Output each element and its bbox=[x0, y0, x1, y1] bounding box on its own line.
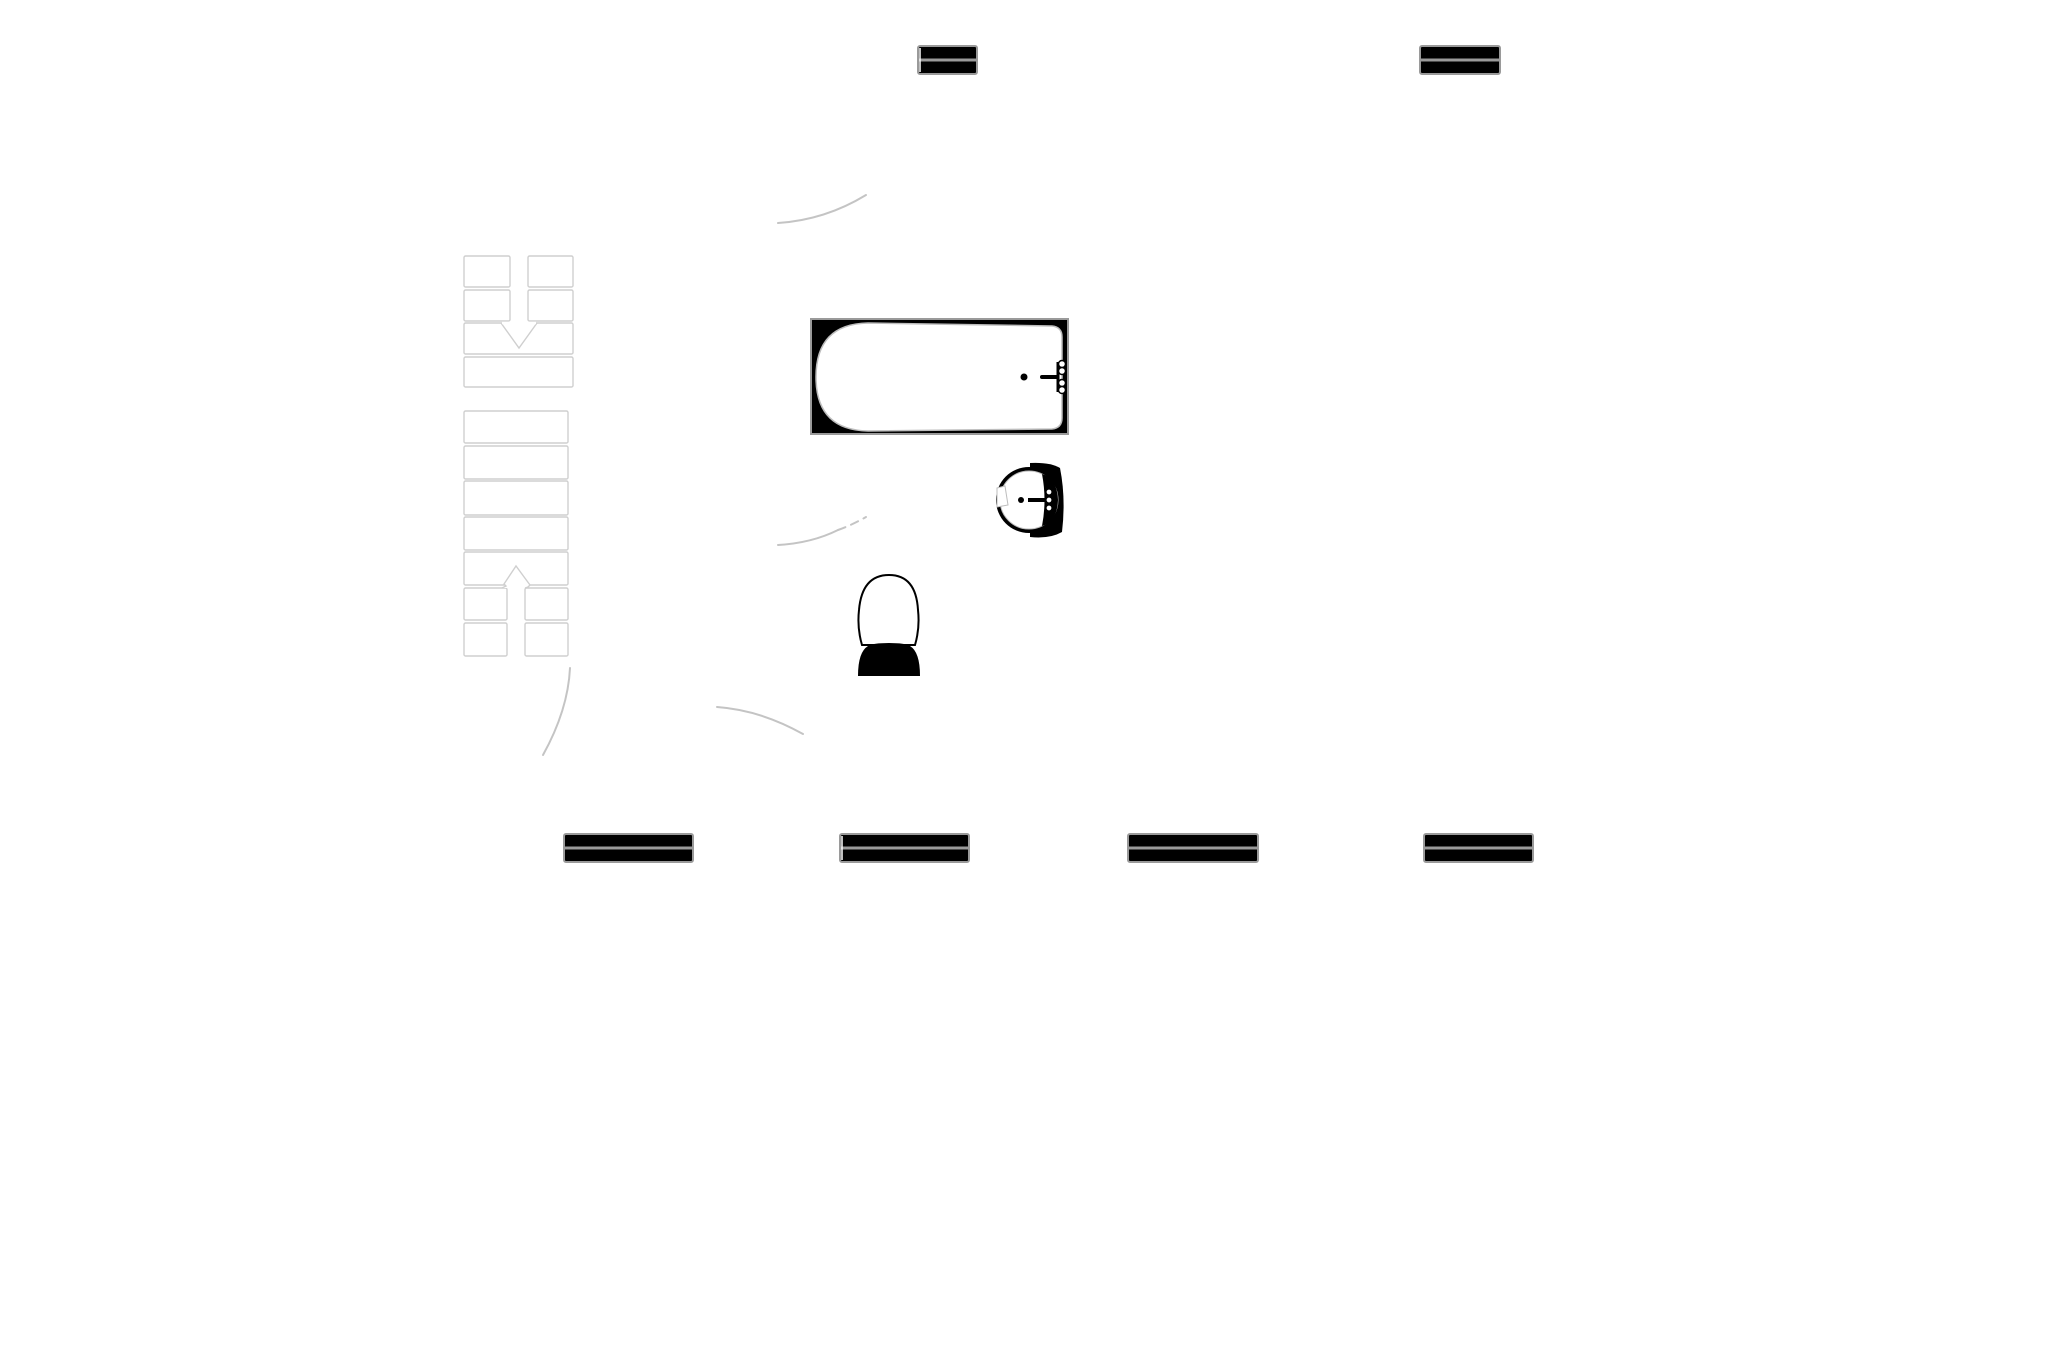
bathtub-icon bbox=[810, 318, 1069, 435]
door-swing-arc-3 bbox=[542, 667, 571, 756]
door-swing-arc-2 bbox=[777, 529, 839, 546]
stairs-up-arrow-icon bbox=[501, 564, 531, 589]
toilet-icon bbox=[857, 573, 920, 676]
window-top-1 bbox=[917, 45, 978, 75]
stairs-down-arrow-icon bbox=[500, 322, 538, 350]
window-top-2 bbox=[1419, 45, 1501, 75]
window-bottom-3 bbox=[1127, 833, 1259, 863]
stairs-lower-flight bbox=[463, 410, 569, 657]
window-bottom-1 bbox=[563, 833, 694, 863]
sink-drain bbox=[1018, 497, 1024, 503]
door-swing-arc-1 bbox=[777, 194, 867, 224]
bathtub-drain bbox=[1020, 373, 1028, 381]
window-bottom-4 bbox=[1423, 833, 1534, 863]
sink-icon bbox=[996, 462, 1064, 538]
door-swing-arc-2-dashed bbox=[837, 516, 867, 531]
stairs-upper-flight bbox=[463, 255, 574, 388]
bathtub-faucet bbox=[1040, 375, 1059, 379]
sink-faucet bbox=[1028, 498, 1046, 502]
window-bottom-2 bbox=[839, 833, 970, 863]
door-swing-arc-4 bbox=[716, 706, 804, 735]
